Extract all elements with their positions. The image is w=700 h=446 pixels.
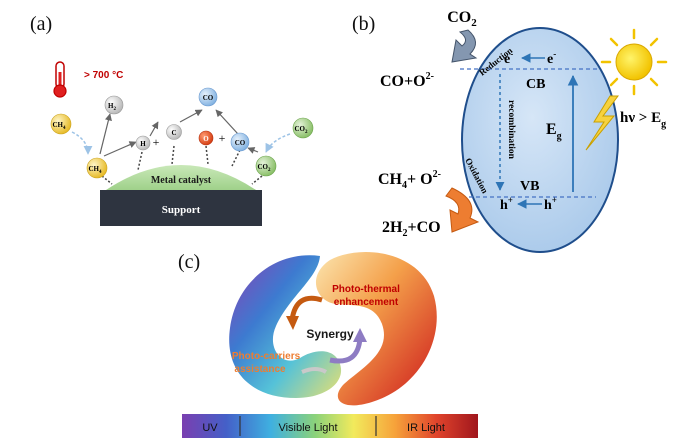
- plus-sign-2: +: [219, 131, 226, 145]
- co-gas-molecule: CO: [198, 87, 218, 107]
- panel-c: (c) Synergy Photo-thermal enhancement Ph…: [178, 251, 478, 438]
- svg-text:H: H: [140, 140, 146, 148]
- panel-b-label: (b): [352, 13, 375, 35]
- visible-light-label: Visible Light: [278, 422, 337, 434]
- svg-text:CO2: CO2: [295, 125, 309, 135]
- co2-adsorbed-molecule: CO2: [255, 155, 277, 177]
- recombination-label: recombination: [506, 100, 516, 160]
- panel-a-label: (a): [30, 13, 52, 35]
- ch4-adsorb-arrow: [71, 131, 93, 155]
- sun-icon: [600, 28, 668, 96]
- synergy-arrow-gray: [301, 367, 328, 374]
- svg-text:CO: CO: [203, 94, 214, 102]
- co-o-product-label: CO+O2-: [380, 71, 434, 90]
- svg-text:CO: CO: [235, 139, 246, 147]
- adsorption-lines: [101, 145, 263, 185]
- synergy-arrow-purple-head: [353, 328, 367, 342]
- h2-molecule: H2: [104, 95, 124, 115]
- cb-label: CB: [526, 77, 545, 92]
- svg-text:O: O: [203, 135, 209, 143]
- ch4-gas-molecule: CH4: [50, 113, 72, 135]
- vb-hole-2: h+: [544, 195, 557, 213]
- ch4-o-reactant-label: CH4+ O2-: [378, 169, 441, 191]
- photon-energy-label: hν > Eg: [620, 110, 666, 130]
- synergy-arrow-orange-head: [286, 316, 299, 330]
- co2-label: CO2: [447, 9, 477, 29]
- cb-electron-1: e-: [504, 49, 513, 67]
- vb-hole-1: h+: [500, 195, 513, 213]
- uv-label: UV: [202, 422, 218, 434]
- reduction-curved-arrow: [451, 29, 478, 63]
- svg-text:CO2: CO2: [258, 163, 272, 173]
- photo-thermal-label-line2: enhancement: [334, 297, 399, 308]
- photo-carriers-label-line2: assistance: [234, 364, 286, 375]
- plus-sign-1: +: [153, 135, 160, 149]
- svg-text:H2: H2: [108, 102, 116, 112]
- co2-gas-molecule: CO2: [292, 117, 314, 139]
- lightning-icon: [585, 95, 619, 151]
- light-spectrum-bar: [182, 414, 478, 438]
- svg-text:CH4: CH4: [89, 165, 103, 175]
- thermometer-icon: [53, 61, 67, 98]
- co2-adsorb-arrow: [265, 133, 291, 153]
- panel-c-label: (c): [178, 251, 200, 273]
- metal-catalyst-dome: [106, 165, 256, 190]
- semiconductor-particle: [461, 27, 619, 253]
- ir-light-label: IR Light: [407, 422, 445, 434]
- vb-label: VB: [520, 179, 539, 194]
- band-gap-label: Eg: [546, 121, 562, 142]
- support-label: Support: [162, 204, 201, 216]
- cb-electron-2: e-: [547, 49, 556, 67]
- support-block: [100, 190, 262, 226]
- photo-thermal-blob: [315, 251, 437, 406]
- reaction-arrows: [99, 109, 259, 157]
- synergy-arrow-orange: [289, 295, 323, 321]
- catalyst-label: Metal catalyst: [151, 175, 212, 186]
- ch4-adsorbed-molecule: CH4: [86, 157, 108, 179]
- synergy-label: Synergy: [306, 327, 354, 341]
- temperature-label: > 700 °C: [84, 70, 123, 81]
- photo-carriers-label-line1: Photo-carriers: [232, 351, 301, 362]
- svg-text:CH4: CH4: [53, 121, 67, 131]
- oxidation-curved-arrow: [445, 187, 480, 233]
- panel-b: (b) CO2 Reduction CO+O2- e- e- CB recomb…: [352, 9, 668, 253]
- h2-co-product-label: 2H2+CO: [382, 219, 441, 239]
- h-atom: H: [135, 135, 151, 151]
- c-atom: C: [166, 124, 182, 140]
- o-atom: O: [198, 130, 214, 146]
- co-adsorbed-molecule: CO: [230, 132, 250, 152]
- photo-thermal-label-line1: Photo-thermal: [332, 284, 400, 295]
- panel-a: (a) > 700 °C Support Metal catalyst: [30, 13, 314, 226]
- photo-carriers-blob: [229, 255, 342, 398]
- svg-text:C: C: [171, 129, 176, 137]
- synergy-arrow-purple: [329, 337, 363, 364]
